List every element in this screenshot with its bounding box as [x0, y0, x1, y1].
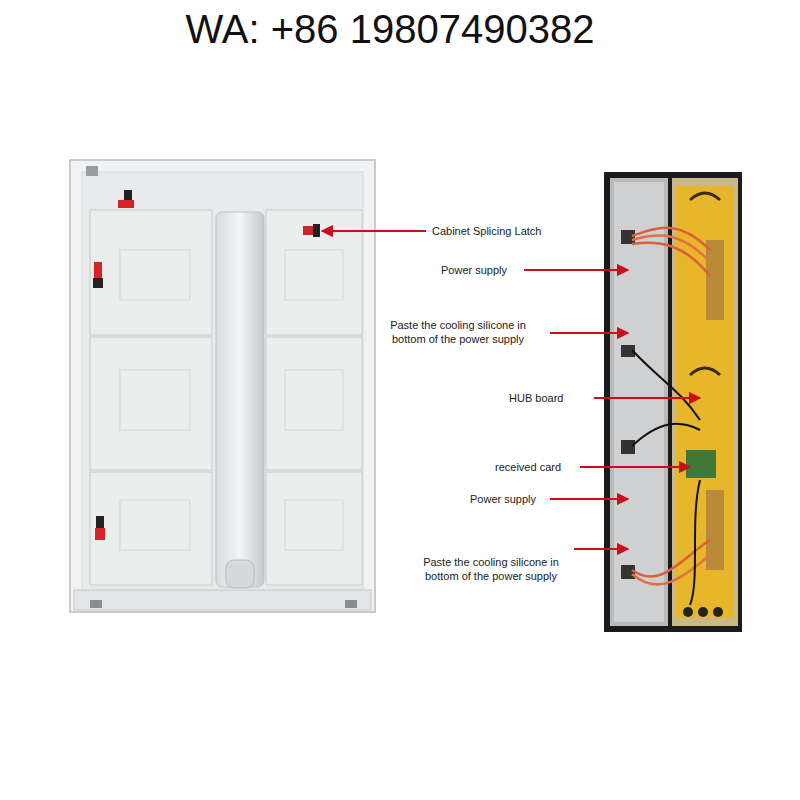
- part-label: Power supply: [441, 263, 507, 277]
- cabinet-back: [70, 160, 375, 612]
- part-label: HUB board: [509, 391, 563, 405]
- part-label: received card: [495, 460, 561, 474]
- note-label: Paste the cooling silicone in bottom of …: [412, 555, 570, 583]
- part-label: Cabinet Splicing Latch: [432, 224, 541, 238]
- note-label: Paste the cooling silicone in bottom of …: [372, 318, 544, 346]
- cabinet-side-interior: [604, 172, 742, 632]
- contact-watermark: WA: +86 19807490382: [0, 6, 780, 52]
- part-label: Power supply: [470, 492, 536, 506]
- leader-arrows: [322, 231, 700, 549]
